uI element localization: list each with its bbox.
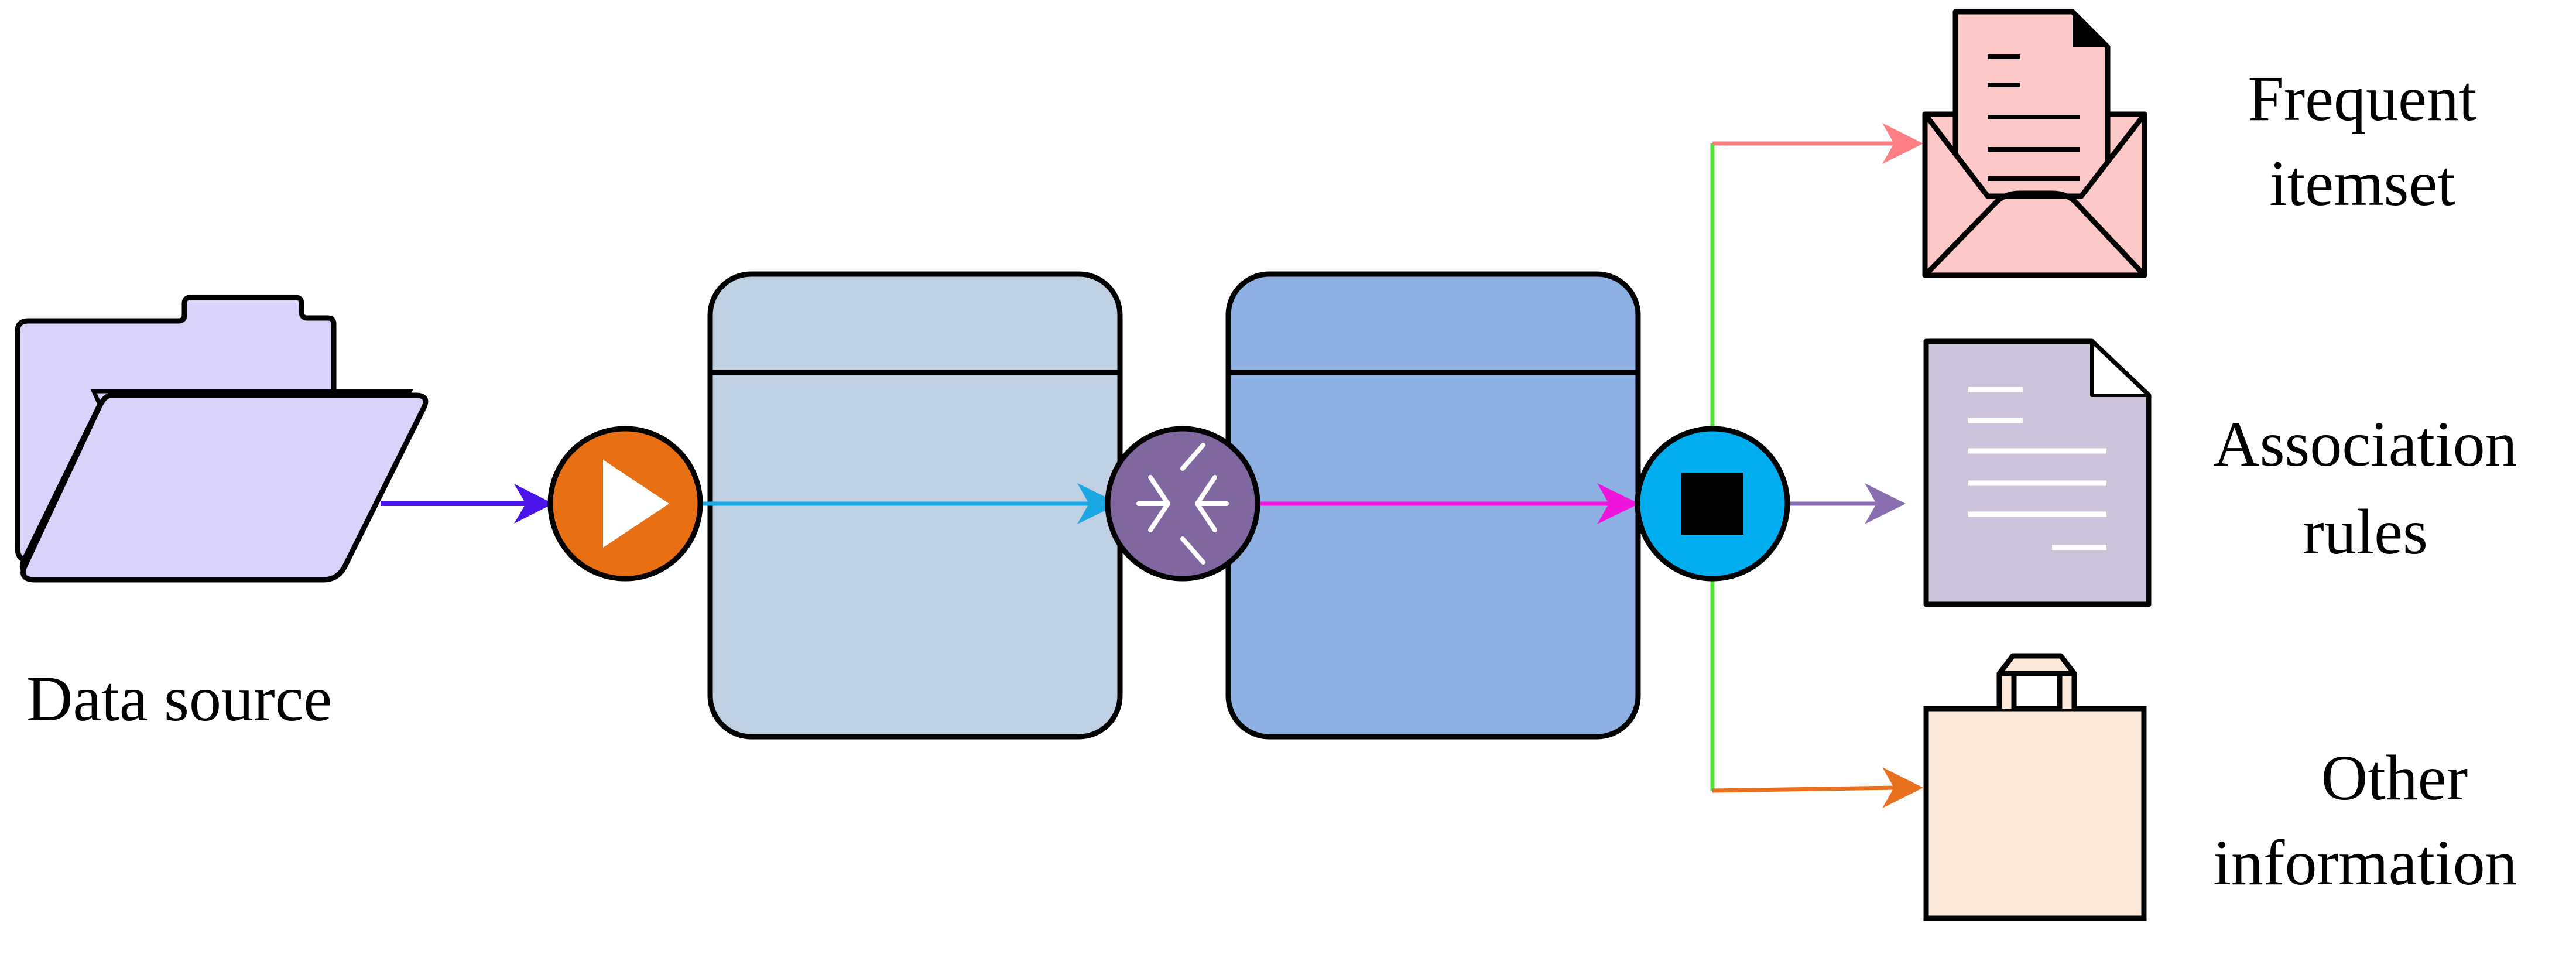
arrow-to-other-information	[1712, 767, 1923, 808]
shopping-bag-icon	[1923, 653, 2147, 921]
frequent-itemset-label-line2: itemset	[2269, 148, 2455, 219]
frequent-itemset-label-line1: Frequent	[2248, 63, 2476, 134]
other-information-label-line1: Other	[2321, 742, 2468, 813]
play-icon	[547, 426, 703, 582]
association-rules-label-line2: rules	[2303, 496, 2428, 567]
association-rules-label-line1: Association	[2213, 408, 2517, 480]
arrow-panel1-flow	[703, 483, 1119, 524]
arrow-to-frequent-itemset	[1712, 123, 1923, 164]
other-information-label-line2: information	[2213, 827, 2517, 898]
document-icon	[1923, 338, 2152, 607]
folder-front	[20, 392, 429, 583]
arrow-source-to-start	[381, 484, 553, 524]
stop-icon	[1635, 426, 1790, 582]
arrow-panel2-flow	[1259, 483, 1639, 524]
folder-icon	[15, 295, 429, 583]
envelope-letter-icon	[1922, 9, 2147, 278]
arrow-to-association-rules	[1786, 483, 1906, 524]
data-source-label: Data source	[26, 663, 332, 734]
merge-icon	[1105, 426, 1260, 582]
